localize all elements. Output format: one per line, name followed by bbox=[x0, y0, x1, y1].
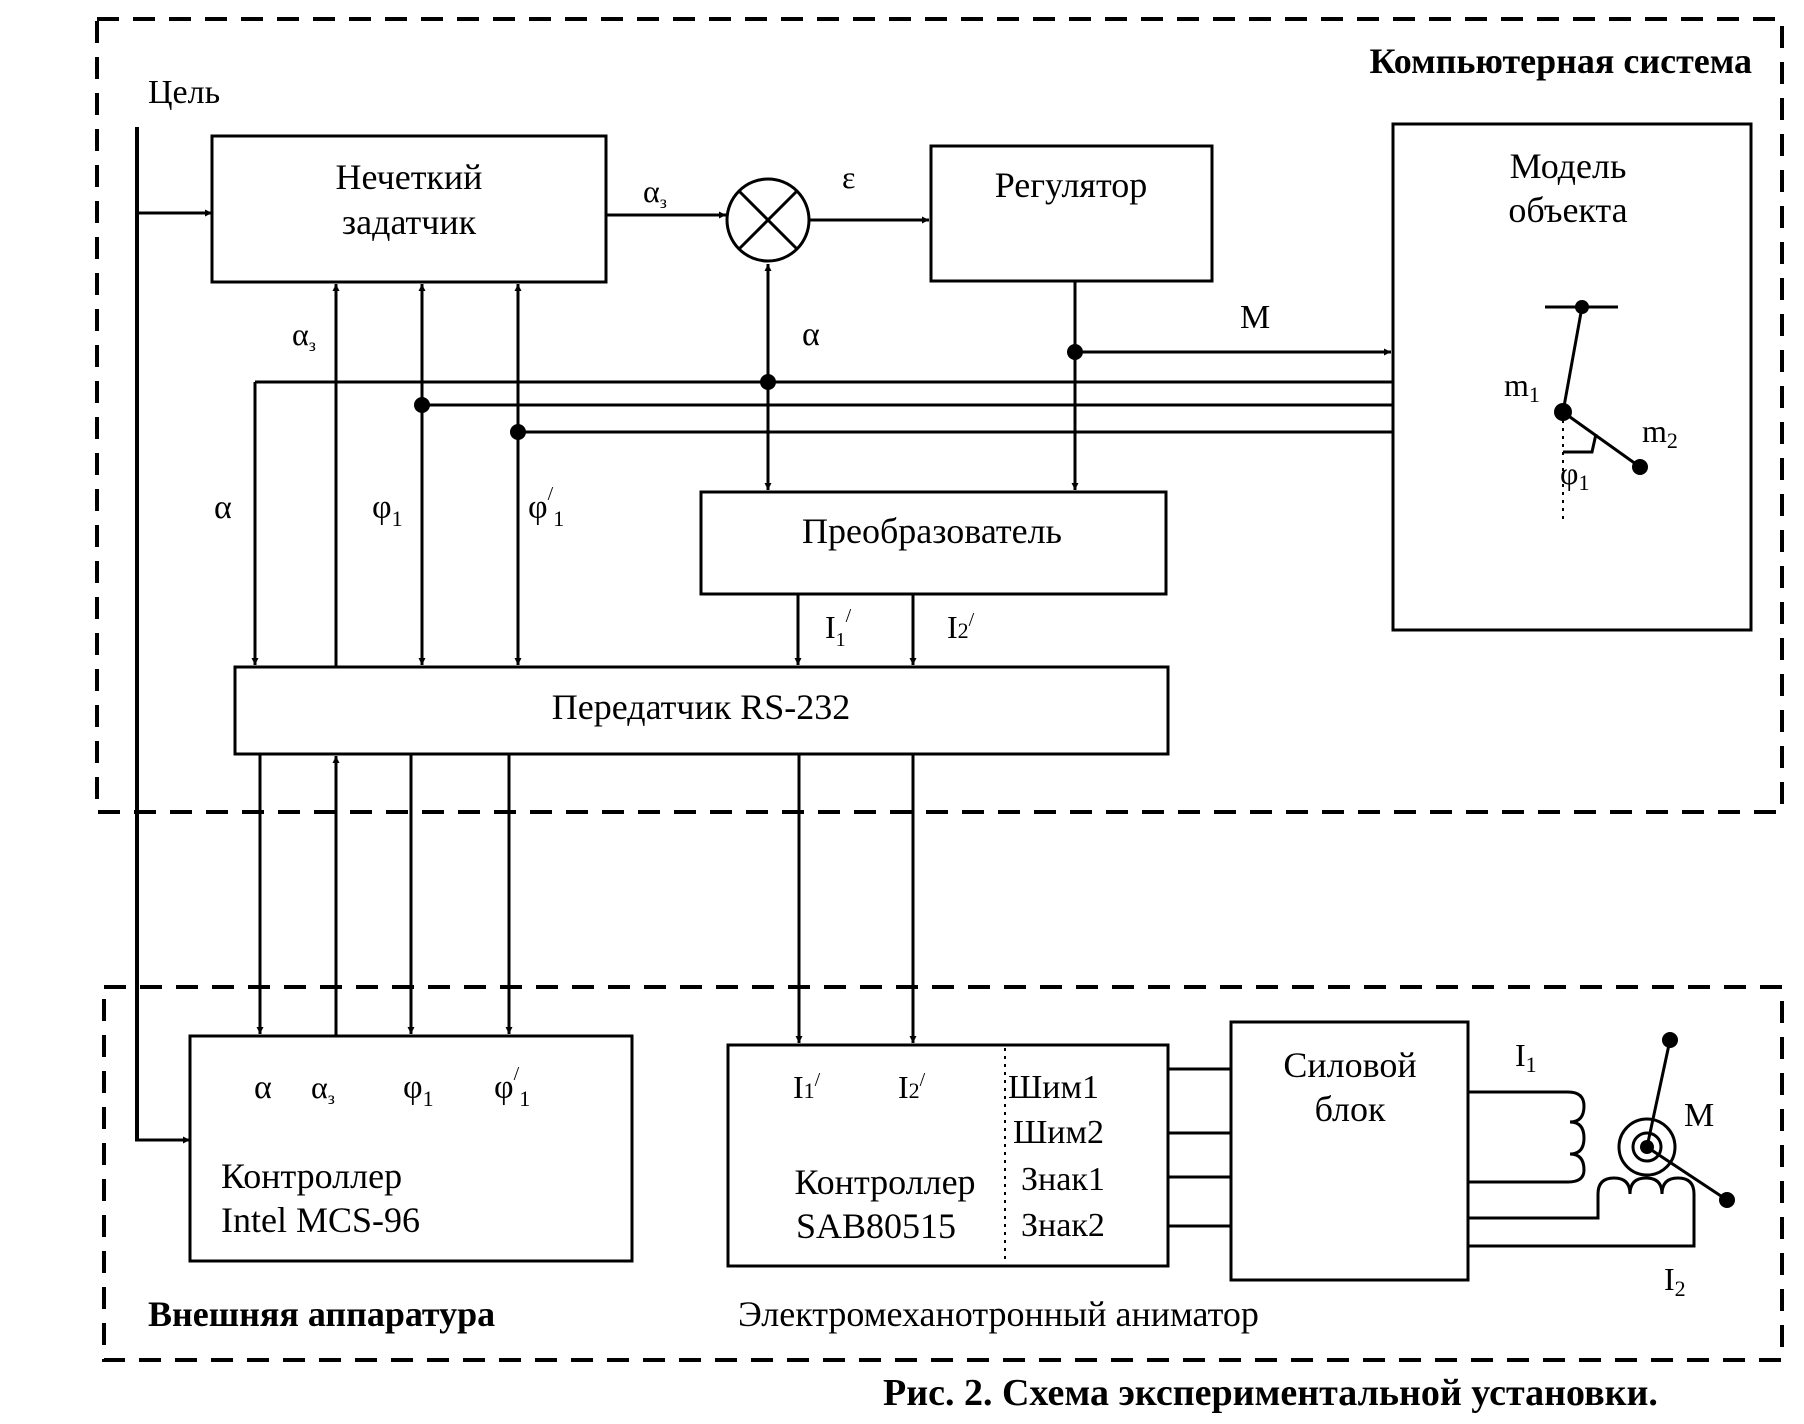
power-block-label-1: Силовой bbox=[1283, 1045, 1416, 1085]
alpha-mid-label: α bbox=[802, 316, 820, 353]
alpha-z-top-label: αз bbox=[643, 173, 667, 212]
converter-label: Преобразователь bbox=[802, 511, 1062, 551]
controller-intel-block bbox=[188, 1034, 634, 1263]
animator-title: Электромеханотронный аниматор bbox=[738, 1294, 1259, 1334]
object-model-label-1: Модель bbox=[1510, 146, 1627, 186]
regulator-label: Регулятор bbox=[995, 165, 1148, 205]
model-angle-arc bbox=[1563, 433, 1598, 454]
computer-system-title: Компьютерная система bbox=[1370, 41, 1753, 81]
pendulum-end-mass bbox=[1719, 1192, 1735, 1208]
sab-i2-prime-label: I2/ bbox=[898, 1069, 926, 1105]
sab-output-shim1: Шим1 bbox=[1008, 1069, 1099, 1106]
sab-output-shim2: Шим2 bbox=[1013, 1114, 1104, 1151]
sab-output-znak2: Знак2 bbox=[1021, 1207, 1105, 1244]
model-m2-label: m2 bbox=[1642, 413, 1678, 453]
intel-alpha-label: α bbox=[254, 1069, 272, 1106]
alpha-z-left-label: αз bbox=[292, 316, 316, 355]
coil-i1-wire bbox=[1468, 1090, 1586, 1184]
computer-system-region bbox=[95, 17, 1784, 814]
fuzzy-setter-label-2: задатчик bbox=[342, 202, 477, 242]
controller-sab-label-2: SAB80515 bbox=[796, 1206, 956, 1246]
target-label: Цель bbox=[148, 74, 220, 111]
external-hardware-title: Внешняя аппаратура bbox=[148, 1294, 495, 1334]
model-mass-m2 bbox=[1632, 459, 1648, 475]
intel-phi1-prime-label: φ/1 bbox=[494, 1063, 530, 1111]
object-model-label-2: объекта bbox=[1508, 190, 1627, 230]
motor-inner-circle bbox=[1631, 1131, 1663, 1163]
fuzzy-setter-block bbox=[210, 134, 608, 284]
regulator-block bbox=[929, 144, 1214, 283]
alpha-left-label: α bbox=[214, 489, 232, 526]
controller-intel-label-1: Контроллер bbox=[221, 1156, 402, 1196]
converter-block bbox=[699, 490, 1168, 596]
external-hardware-region bbox=[102, 985, 1784, 1362]
torque-label: M bbox=[1240, 299, 1270, 336]
current-i1-label: I1 bbox=[1515, 1037, 1537, 1077]
model-arm-2 bbox=[1562, 410, 1641, 469]
figure-caption: Рис. 2. Схема экспериментальной установк… bbox=[883, 1372, 1658, 1414]
model-arm-1 bbox=[1561, 306, 1584, 413]
intel-phi1-label: φ1 bbox=[403, 1069, 434, 1111]
pendulum-pivot bbox=[1640, 1140, 1654, 1154]
transmitter-block bbox=[233, 665, 1170, 756]
i2-prime-top-label: I2/ bbox=[947, 609, 975, 645]
motor-outer-circle bbox=[1617, 1117, 1677, 1177]
epsilon-label: ε bbox=[842, 159, 855, 195]
model-phi1-label: φ1 bbox=[1560, 455, 1589, 495]
intel-alpha-z-label: αз bbox=[311, 1069, 335, 1108]
pendulum-top-mass bbox=[1662, 1032, 1678, 1048]
pendulum-upper-arm bbox=[1645, 1039, 1672, 1148]
fuzzy-setter-label-1: Нечеткий bbox=[336, 157, 483, 197]
summing-cross-2 bbox=[737, 189, 799, 251]
sab-output-znak1: Знак1 bbox=[1021, 1161, 1105, 1198]
controller-intel-label-2: Intel MCS-96 bbox=[221, 1200, 420, 1240]
phi1-prime-left-label: φ/1 bbox=[528, 483, 564, 531]
phi1-left-label: φ1 bbox=[372, 489, 403, 531]
power-block bbox=[1229, 1020, 1470, 1282]
current-i2-label: I2 bbox=[1664, 1261, 1686, 1301]
transmitter-label: Передатчик RS-232 bbox=[552, 687, 850, 727]
coil-i2-wire bbox=[1468, 1176, 1696, 1248]
object-model-block bbox=[1391, 122, 1753, 632]
controller-sab-block bbox=[726, 1043, 1170, 1268]
sab-i1-prime-label: I1/ bbox=[793, 1069, 821, 1105]
controller-sab-label-1: Контроллер bbox=[794, 1162, 975, 1202]
power-block-label-2: блок bbox=[1315, 1089, 1386, 1129]
motor-label: M bbox=[1684, 1097, 1714, 1134]
summing-junction bbox=[725, 177, 811, 263]
model-m1-label: m1 bbox=[1504, 367, 1540, 407]
i1-prime-top-label: I1/ bbox=[825, 605, 852, 651]
pendulum-lower-arm bbox=[1646, 1145, 1728, 1202]
